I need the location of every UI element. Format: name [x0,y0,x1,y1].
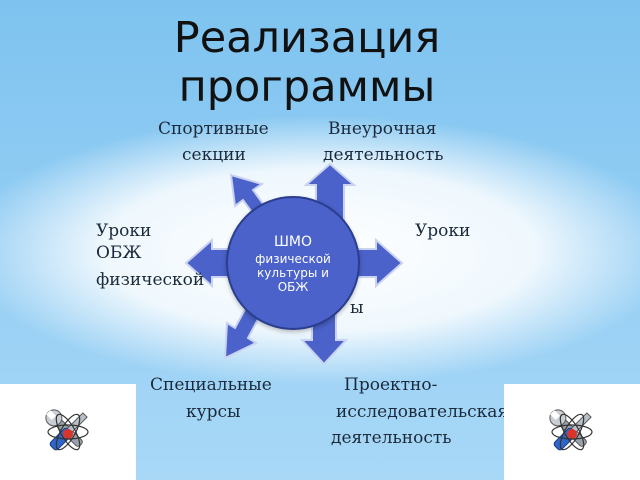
right-corner-panel [504,384,640,480]
label-extra-line2: деятельность [323,145,444,165]
tools-icon [45,409,89,451]
label-right-tail: ы [350,298,364,318]
tools-icon [549,409,593,451]
label-special-line1: Специальные [150,375,272,395]
title-line-1: Реализация [173,13,441,63]
label-right-line1: Уроки [415,221,471,241]
center-node: ШМО физической культуры и ОБЖ [226,196,360,330]
label-special-line2: курсы [186,402,241,422]
slide-title: Реализация программы [0,14,614,112]
label-project-line1: Проектно- [344,375,438,395]
title-line-2: программы [178,62,436,112]
label-project-line3: деятельность [331,428,452,448]
label-sport-line1: Спортивные [158,119,269,139]
label-obzh-line2: ОБЖ [96,243,142,263]
label-sport-line2: секции [182,145,246,165]
left-corner-panel [0,384,136,480]
center-subtitle: физической культуры и ОБЖ [255,252,331,294]
center-title: ШМО [273,234,313,250]
label-extra-line1: Внеурочная [328,119,437,139]
label-obzh-line1: Уроки [96,221,152,241]
label-phys-left: физической [96,270,205,290]
label-project-line2: исследовательская [336,402,509,422]
